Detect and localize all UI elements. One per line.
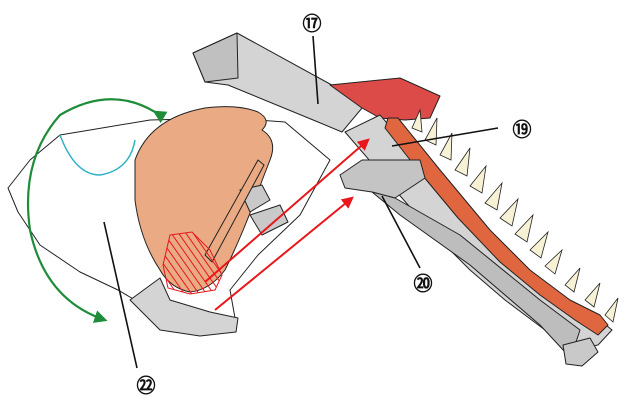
tooth bbox=[515, 215, 533, 242]
tooth bbox=[605, 298, 618, 322]
callout-17: ⑰ bbox=[302, 12, 321, 35]
tooth bbox=[425, 118, 437, 145]
callout-17-label: ⑰ bbox=[302, 12, 321, 35]
callout-19: ⑲ bbox=[512, 118, 531, 141]
callout-19-label: ⑲ bbox=[512, 118, 531, 141]
callout-20: ⑳ bbox=[413, 272, 432, 295]
tooth bbox=[565, 268, 580, 292]
upper-bone-facet bbox=[193, 33, 238, 82]
callout-22-label: ㉒ bbox=[136, 374, 155, 397]
tooth bbox=[485, 183, 502, 210]
tooth bbox=[585, 283, 600, 307]
tooth bbox=[530, 232, 548, 258]
tooth bbox=[500, 199, 518, 226]
tooth bbox=[455, 148, 470, 176]
callout-22: ㉒ bbox=[136, 374, 155, 397]
callout-20-label: ⑳ bbox=[413, 272, 432, 295]
tooth bbox=[545, 250, 562, 274]
tooth bbox=[470, 166, 486, 193]
